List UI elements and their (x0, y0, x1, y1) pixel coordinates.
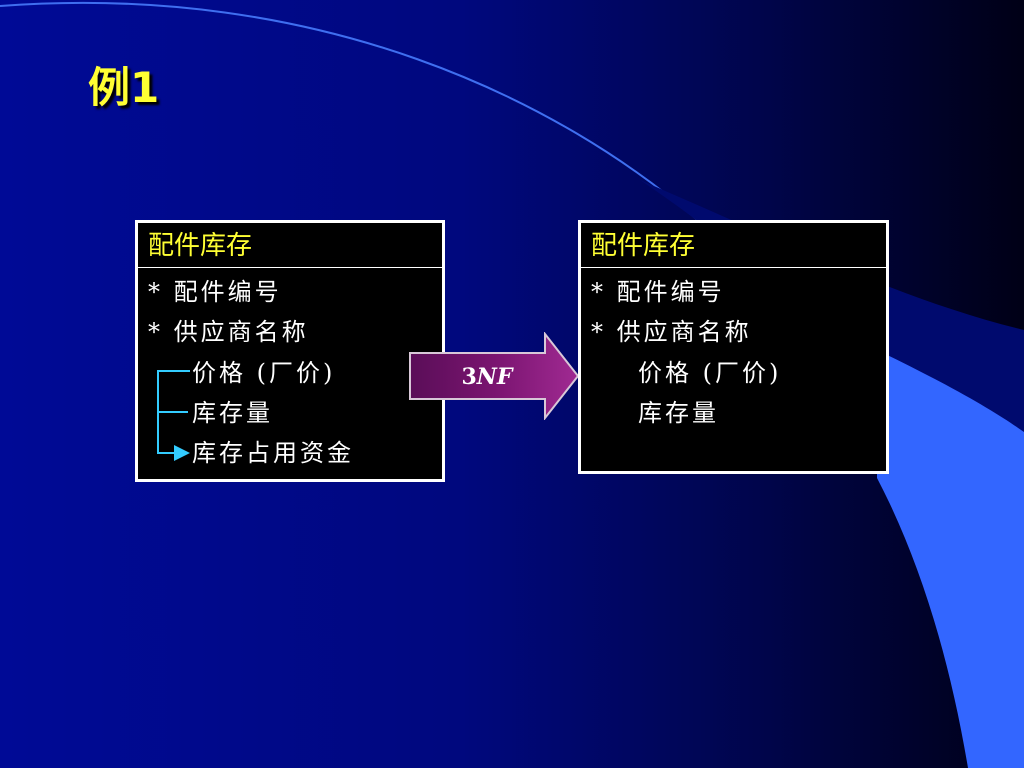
normal-form-number: 3 (461, 364, 477, 390)
key-attribute-supplier-name: * 供应商名称 (591, 318, 752, 346)
attribute-stock-capital: 库存占用资金 (192, 439, 354, 467)
attribute-stock-quantity: 库存量 (638, 399, 719, 427)
entity-box-before: 配件库存 * 配件编号 * 供应商名称 价格 (厂价) 库存量 库存占用资金 (135, 220, 445, 482)
key-attribute-part-id: * 配件编号 (591, 278, 725, 306)
normal-form-label: 3NF (442, 362, 532, 392)
background-swoosh-band (877, 350, 1024, 768)
key-attribute-part-id: * 配件编号 (148, 278, 282, 306)
entity-box-after: 配件库存 * 配件编号 * 供应商名称 价格 (厂价) 库存量 (578, 220, 889, 474)
key-attribute-supplier-name: * 供应商名称 (148, 318, 309, 346)
right-arrow-icon (409, 332, 580, 420)
background-swoosh-line (0, 1, 701, 223)
attribute-price: 价格 (厂价) (192, 359, 336, 387)
normal-form-name: NF (476, 364, 513, 390)
attribute-stock-quantity: 库存量 (192, 399, 273, 427)
attribute-price: 价格 (厂价) (638, 359, 782, 387)
arrow-shape (409, 332, 580, 420)
entity-name-after: 配件库存 (581, 223, 886, 268)
slide-title: 例1 (88, 63, 160, 112)
entity-name-before: 配件库存 (138, 223, 442, 268)
